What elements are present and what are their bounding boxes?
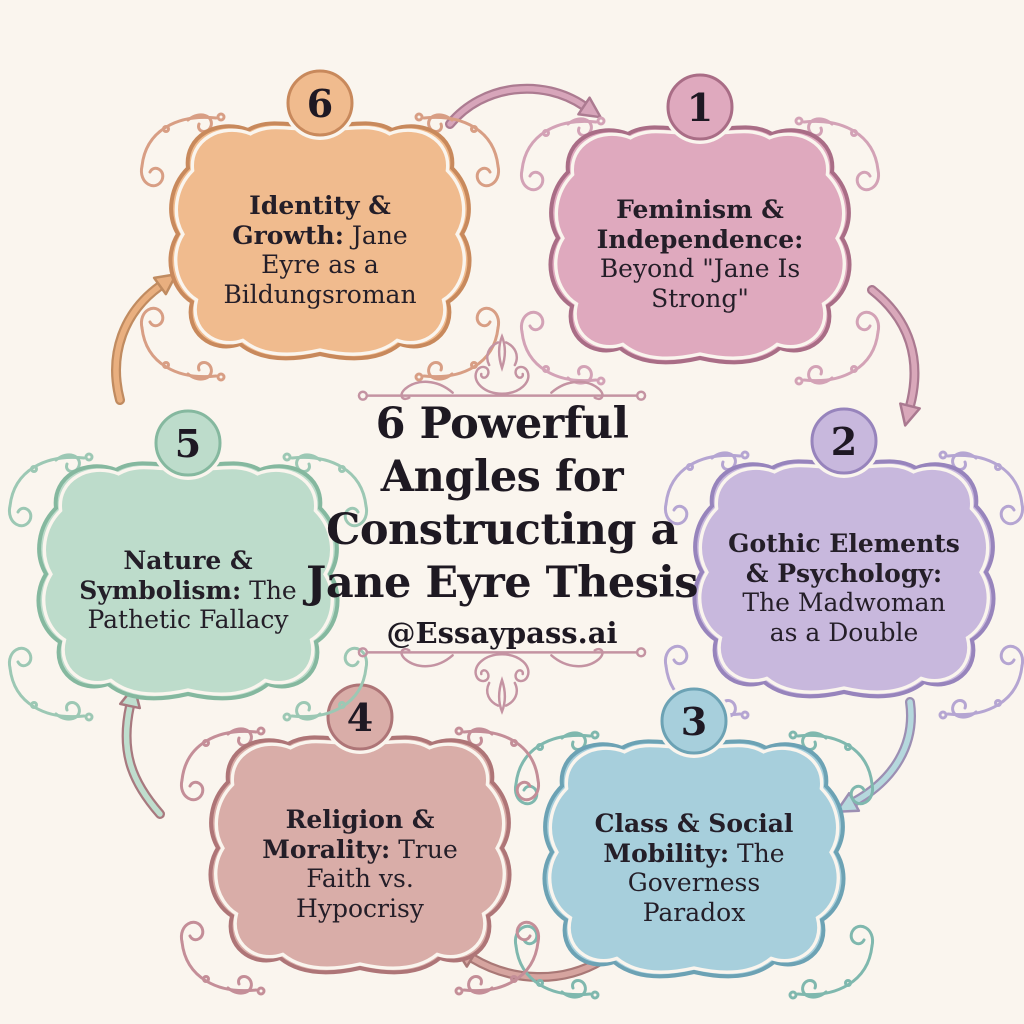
bubble-text: Class & Social Mobility: The Governess P… [576,809,812,927]
number-badge-4: 4 [322,679,398,755]
bubble-subtitle: The Governess Paradox [627,838,785,927]
bubble-number: 1 [686,84,714,130]
bubble-number: 2 [830,418,858,464]
arrow-6-to-1 [445,83,602,129]
title-line: Constructing a [326,504,678,555]
number-badge-1: 1 [662,69,738,145]
arrow-1-to-2 [867,285,921,427]
bubble-subtitle: The Madwoman as a Double [742,588,946,647]
number-badge-2: 2 [806,403,882,479]
bubble-4: 4 Religion & Morality: True Faith vs. Hy… [179,680,541,996]
divider-ornament-icon [357,647,647,713]
title-line: Jane Eyre Thesis [306,557,698,608]
bubble-number: 3 [680,698,708,744]
title-line: Angles for [380,451,624,502]
bubble-subtitle: True Faith vs. Hypocrisy [296,834,458,923]
number-badge-6: 6 [282,65,358,141]
center-title: 6 Powerful Angles for Constructing a Jan… [302,398,702,650]
bubble-text: Feminism & Independence: Beyond "Jane Is… [582,195,818,313]
bubble-text: Gothic Elements & Psychology: The Madwom… [726,529,962,647]
brand-handle: @Essaypass.ai [386,615,618,650]
bubble-1: 1 Feminism & Independence: Beyond "Jane … [519,70,881,386]
bubble-heading: Religion & Morality: [262,805,435,864]
bubble-subtitle: The Pathetic Fallacy [87,575,297,634]
bubble-subtitle: Jane Eyre as a Bildungsroman [223,220,417,309]
bubble-2: 2 Gothic Elements & Psychology: The Madw… [663,404,1024,720]
bubble-3: 3 Class & Social Mobility: The Governess… [513,684,875,1000]
bubble-number: 6 [306,80,334,126]
bubble-heading: Gothic Elements & Psychology: [728,529,960,588]
bubble-5: 5 Nature & Symbolism: The Pathetic Falla… [7,406,369,722]
bubble-heading: Nature & Symbolism: [79,545,253,605]
bubble-heading: Class & Social Mobility: [594,809,794,868]
bubble-text: Religion & Morality: True Faith vs. Hypo… [242,805,478,923]
bubble-number: 5 [174,420,202,466]
bubble-6: 6 Identity & Growth: Jane Eyre as a Bild… [139,66,501,382]
bubble-number: 4 [346,694,374,740]
bubble-subtitle: Beyond "Jane Is Strong" [599,254,801,313]
title-line: 6 Powerful [375,399,629,449]
bubble-text: Nature & Symbolism: The Pathetic Fallacy [70,546,306,635]
bubble-text: Identity & Growth: Jane Eyre as a Bildun… [202,191,438,309]
bubble-heading: Identity & Growth: [232,191,391,250]
bubble-heading: Feminism & Independence: [596,195,804,254]
number-badge-5: 5 [150,405,226,481]
arrow-2-to-3 [835,697,916,813]
arrow-5-to-6 [111,272,178,405]
number-badge-3: 3 [656,683,732,759]
